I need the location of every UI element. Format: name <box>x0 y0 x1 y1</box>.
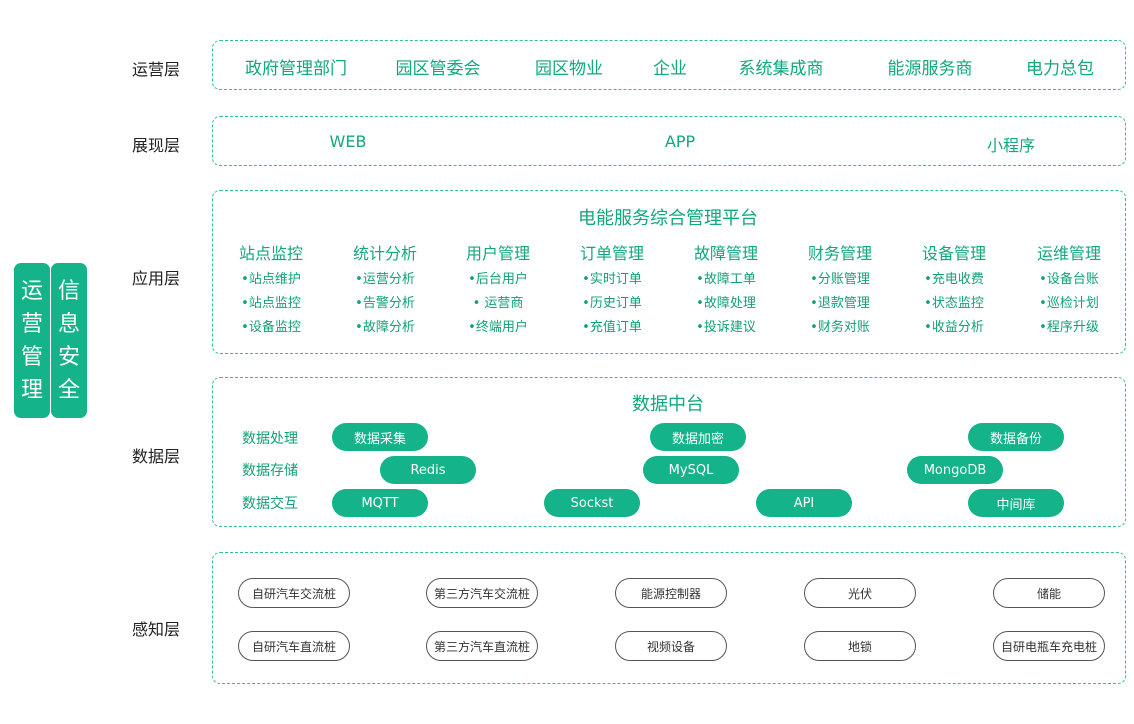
device-chip: 储能 <box>993 578 1105 608</box>
ops-item: 企业 <box>653 59 687 79</box>
data-pill: MongoDB <box>907 456 1003 484</box>
ops-item: 园区管委会 <box>395 59 481 79</box>
data-pill: 数据加密 <box>650 423 746 451</box>
ops-layer-label: 运营层 <box>132 60 181 79</box>
device-chip: 自研汽车直流桩 <box>238 631 350 661</box>
device-chip: 第三方汽车直流桩 <box>426 631 538 661</box>
device-chip: 地锁 <box>804 631 916 661</box>
app-column-title: 财务管理 <box>807 244 873 263</box>
app-column-item: •退款管理 <box>810 296 870 311</box>
app-column-item: •状态监控 <box>924 296 984 311</box>
perception-layer-box <box>212 552 1126 684</box>
display-layer-box <box>212 116 1126 166</box>
ops-management-badge: 运营管理 <box>14 263 50 418</box>
data-pill: Redis <box>380 456 476 484</box>
app-column-item: •站点监控 <box>241 296 301 311</box>
display-item-app: APP <box>664 132 696 151</box>
display-item-web: WEB <box>329 132 367 151</box>
device-chip: 自研电瓶车充电桩 <box>993 631 1105 661</box>
app-column-item: •收益分析 <box>924 320 984 335</box>
app-column-item: •充值订单 <box>582 320 642 335</box>
app-layer-box <box>212 190 1126 354</box>
app-column-title: 订单管理 <box>579 244 645 263</box>
app-column-title: 站点监控 <box>238 244 304 263</box>
app-column-title: 统计分析 <box>352 244 418 263</box>
app-column-item: •故障分析 <box>355 320 415 335</box>
device-chip: 光伏 <box>804 578 916 608</box>
platform-title: 电能服务综合管理平台 <box>578 208 758 229</box>
app-column-item: •运营分析 <box>355 272 415 287</box>
data-pill: Sockst <box>544 489 640 517</box>
info-security-badge: 信息安全 <box>51 263 87 418</box>
app-column-item: •后台用户 <box>468 272 528 287</box>
device-chip: 视频设备 <box>615 631 727 661</box>
ops-item: 能源服务商 <box>887 59 973 79</box>
app-column-item: •财务对账 <box>810 320 870 335</box>
app-layer-label: 应用层 <box>132 269 181 288</box>
app-column-title: 设备管理 <box>921 244 987 263</box>
data-pill: API <box>756 489 852 517</box>
ops-item: 系统集成商 <box>738 59 824 79</box>
ops-item: 电力总包 <box>1026 59 1094 79</box>
ops-layer-box <box>212 40 1126 90</box>
app-column-title: 用户管理 <box>465 244 531 263</box>
app-column-item: •设备台账 <box>1039 272 1099 287</box>
data-row-label: 数据处理 <box>242 431 298 447</box>
perception-layer-label: 感知层 <box>132 620 181 639</box>
app-column-item: •站点维护 <box>241 272 301 287</box>
app-column-item: •告警分析 <box>355 296 415 311</box>
app-column-item: •故障处理 <box>696 296 756 311</box>
app-column-item: •投诉建议 <box>696 320 756 335</box>
data-row-label: 数据存储 <box>242 463 298 479</box>
app-column-title: 运维管理 <box>1036 244 1102 263</box>
app-column-item: •设备监控 <box>241 320 301 335</box>
app-column-item: •分账管理 <box>810 272 870 287</box>
data-pill: MySQL <box>643 456 739 484</box>
display-layer-label: 展现层 <box>132 136 181 155</box>
app-column-item: •故障工单 <box>696 272 756 287</box>
data-pill: 数据备份 <box>968 423 1064 451</box>
data-pill: 数据采集 <box>332 423 428 451</box>
data-pill: MQTT <box>332 489 428 517</box>
app-column-title: 故障管理 <box>693 244 759 263</box>
data-row-label: 数据交互 <box>242 496 298 512</box>
app-column-item: •巡检计划 <box>1039 296 1099 311</box>
device-chip: 能源控制器 <box>615 578 727 608</box>
app-column-item: •程序升级 <box>1039 320 1099 335</box>
data-layer-box <box>212 377 1126 527</box>
data-pill: 中间库 <box>968 489 1064 517</box>
ops-item: 政府管理部门 <box>245 59 347 79</box>
data-layer-label: 数据层 <box>132 447 181 466</box>
ops-item: 园区物业 <box>535 59 603 79</box>
app-column-item: •充电收费 <box>924 272 984 287</box>
app-column-item: •终端用户 <box>468 320 528 335</box>
display-item-miniprogram: 小程序 <box>986 136 1036 155</box>
data-platform-title: 数据中台 <box>632 394 704 415</box>
app-column-item: •历史订单 <box>582 296 642 311</box>
device-chip: 第三方汽车交流桩 <box>426 578 538 608</box>
app-column-item: • 运营商 <box>472 296 524 311</box>
app-column-item: •实时订单 <box>582 272 642 287</box>
device-chip: 自研汽车交流桩 <box>238 578 350 608</box>
